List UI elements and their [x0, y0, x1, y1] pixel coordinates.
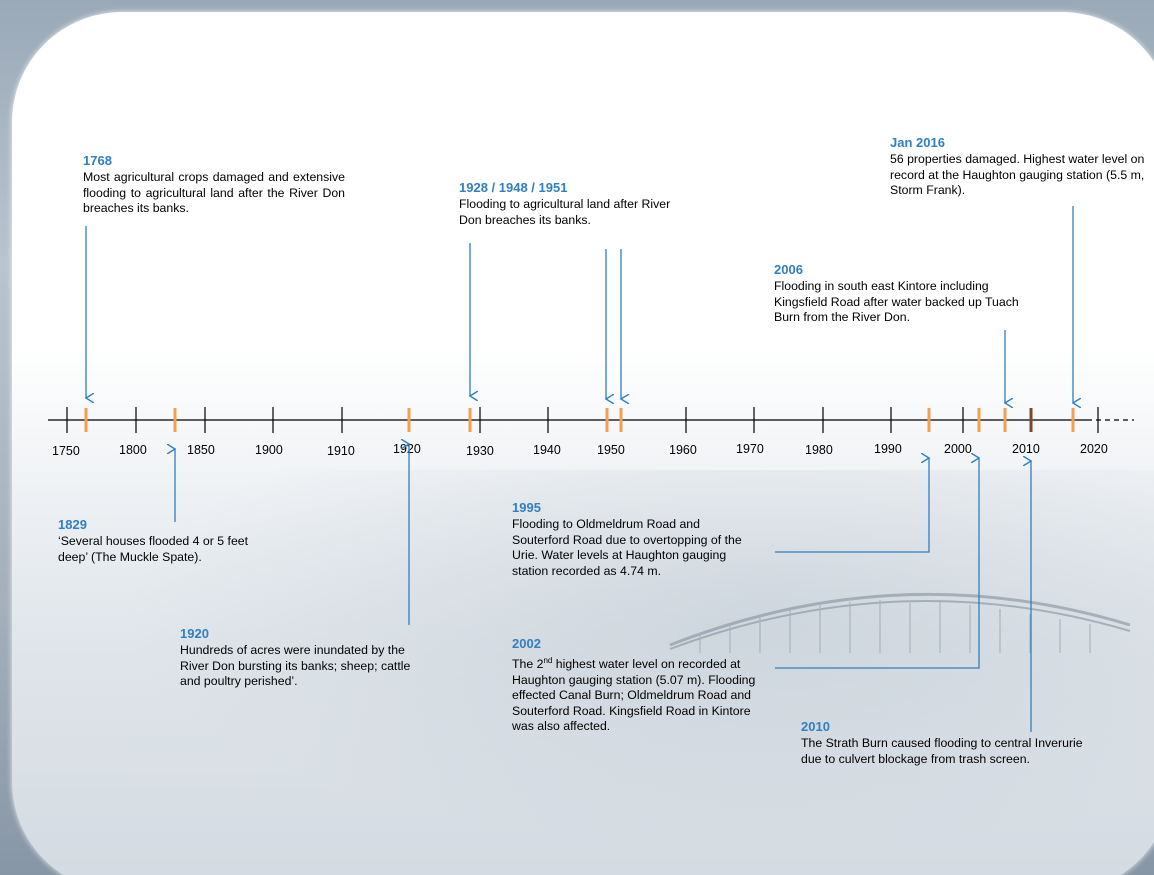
event-year: 2010 [801, 719, 830, 734]
axis-label-1980: 1980 [805, 443, 833, 457]
axis-ticks [66, 407, 1099, 433]
event-note-2002: 2002 The 2nd highest water level on reco… [512, 634, 774, 735]
event-description: Flooding to Oldmeldrum Road and Souterfo… [512, 517, 742, 578]
callout-arrows [86, 206, 1073, 732]
event-year: Jan 2016 [890, 135, 945, 150]
event-note-1928-1948-1951: 1928 / 1948 / 1951 Flooding to agricultu… [459, 178, 684, 228]
event-description: Flooding to agricultural land after Rive… [459, 197, 671, 227]
event-year: 2002 [512, 636, 541, 651]
event-note-2010: 2010 The Strath Burn caused flooding to … [801, 717, 1091, 767]
event-year: 1768 [83, 153, 112, 168]
arrow-1995 [775, 458, 929, 553]
axis-label-2010: 2010 [1012, 442, 1040, 456]
event-year: 1995 [512, 500, 541, 515]
event-description: The Strath Burn caused flooding to centr… [801, 736, 1083, 766]
event-markers [84, 408, 1075, 432]
axis-label-1920: 1920 [393, 442, 421, 456]
event-note-1995: 1995 Flooding to Oldmeldrum Road and Sou… [512, 498, 752, 579]
event-description: Flooding in south east Kintore including… [774, 279, 1019, 325]
event-note-1920: 1920 Hundreds of acres were inundated by… [180, 624, 420, 690]
event-note-jan-2016: Jan 2016 56 properties damaged. Highest … [890, 133, 1152, 199]
axis-label-1970: 1970 [736, 442, 764, 456]
axis-label-1950: 1950 [597, 443, 625, 457]
axis-label-1940: 1940 [533, 443, 561, 457]
event-note-1768: 1768 Most agricultural crops damaged and… [83, 151, 345, 217]
event-note-1829: 1829 ‘Several houses flooded 4 or 5 feet… [58, 515, 268, 565]
event-description: The 2nd highest water level on recorded … [512, 653, 774, 735]
axis-label-2020: 2020 [1080, 442, 1108, 456]
event-year: 1920 [180, 626, 209, 641]
event-description-part: highest water level on recorded at Haugh… [512, 657, 756, 734]
axis-label-1800: 1800 [119, 443, 147, 457]
axis-label-1930: 1930 [466, 444, 494, 458]
axis-label-1750: 1750 [52, 444, 80, 458]
axis-label-1990: 1990 [874, 442, 902, 456]
event-description: ‘Several houses flooded 4 or 5 feet deep… [58, 534, 249, 564]
event-year: 1928 / 1948 / 1951 [459, 180, 568, 195]
event-description-part: The 2 [512, 657, 544, 672]
axis-label-1850: 1850 [187, 443, 215, 457]
event-note-2006: 2006 Flooding in south east Kintore incl… [774, 260, 1036, 326]
arrow-2002 [775, 458, 979, 669]
axis-label-1910: 1910 [327, 444, 355, 458]
ordinal-suffix: nd [543, 656, 553, 665]
axis-label-2000: 2000 [944, 442, 972, 456]
event-description: Hundreds of acres were inundated by the … [180, 643, 411, 689]
event-description: 56 properties damaged. Highest water lev… [890, 152, 1145, 198]
event-year: 1829 [58, 517, 87, 532]
event-description: Most agricultural crops damaged and exte… [83, 170, 345, 216]
event-year: 2006 [774, 262, 803, 277]
axis-labels: 1750 1800 1850 1900 1910 1920 1930 1940 … [52, 442, 1108, 458]
axis-label-1960: 1960 [669, 443, 697, 457]
axis-label-1900: 1900 [255, 443, 283, 457]
